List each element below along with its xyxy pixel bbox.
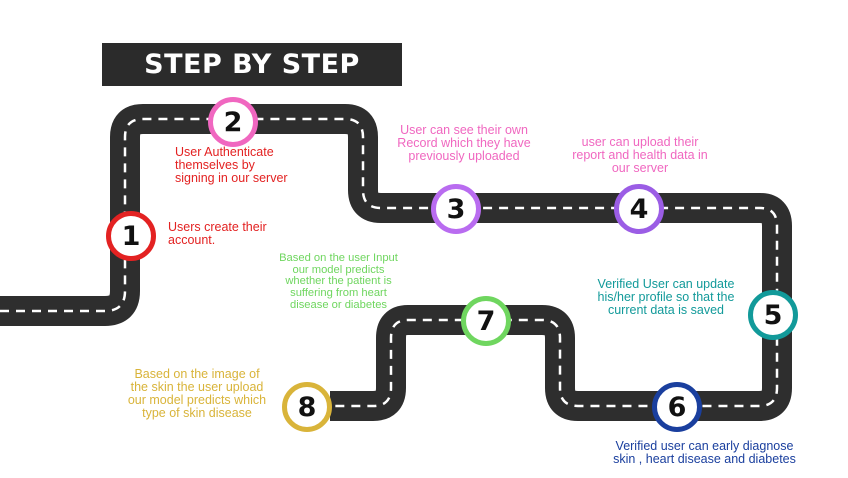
step-1-node: 1	[106, 211, 156, 261]
step-8-description: Based on the image of the skin the user …	[127, 367, 267, 420]
step-6-node: 6	[652, 382, 702, 432]
step-2-node: 2	[208, 97, 258, 147]
step-3-description: User can see their own Record which they…	[397, 123, 531, 163]
step-4-description: user can upload their report and health …	[572, 135, 708, 175]
page-title: STEP BY STEP	[102, 43, 402, 86]
step-5-node: 5	[748, 290, 798, 340]
step-5-description: Verified User can update his/her profile…	[597, 277, 735, 317]
step-7-node: 7	[461, 296, 511, 346]
step-3-node: 3	[431, 184, 481, 234]
step-6-description: Verified user can early diagnose skin , …	[613, 439, 796, 466]
step-8-node: 8	[282, 382, 332, 432]
step-2-description: User Authenticate themselves by signing …	[175, 145, 288, 185]
step-7-description: Based on the user Input our model predic…	[279, 252, 398, 311]
step-4-node: 4	[614, 184, 664, 234]
step-1-description: Users create their account.	[168, 220, 267, 247]
